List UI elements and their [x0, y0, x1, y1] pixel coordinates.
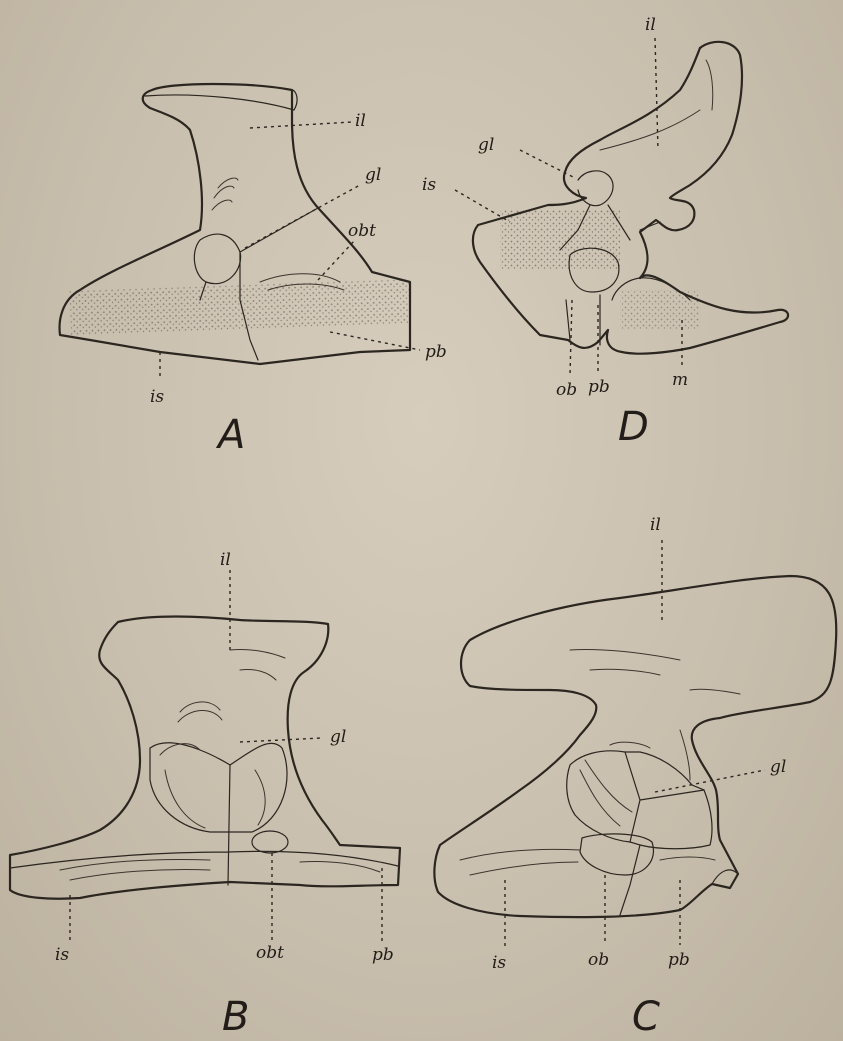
panel-d-label-is: is	[422, 175, 436, 195]
panel-d-label-il: il	[645, 15, 656, 35]
panel-a-drawing: il gl obt is pb A	[60, 84, 447, 458]
panel-c-label-gl: gl	[770, 757, 786, 777]
panel-c-drawing: il gl is ob pb C	[434, 515, 836, 1040]
panel-c-label-pb: pb	[668, 950, 690, 970]
panel-d-acetabulum	[578, 171, 613, 206]
panel-d-label-gl: gl	[478, 135, 494, 155]
panel-b-letter: B	[222, 994, 249, 1040]
panel-a-letter: A	[215, 412, 245, 458]
panel-b-obturator	[252, 831, 288, 853]
panel-b-label-gl: gl	[330, 727, 346, 747]
panel-b-label-is: is	[55, 945, 69, 965]
panel-d-drawing: il gl is ob pb m D	[422, 15, 788, 450]
panel-d-letter: D	[618, 404, 649, 450]
panel-d-label-pb: pb	[588, 377, 610, 397]
panel-b-label-pb: pb	[372, 945, 394, 965]
panel-b-label-il: il	[220, 550, 231, 570]
panel-a-acetabulum-rim	[194, 234, 240, 284]
panel-d-label-m: m	[672, 370, 688, 390]
panel-c-label-ob: ob	[588, 950, 609, 970]
panel-c-letter: C	[632, 994, 660, 1040]
panel-a-label-gl: gl	[365, 165, 381, 185]
panel-a-label-is: is	[150, 387, 164, 407]
panel-c-label-il: il	[650, 515, 661, 535]
panel-b-acetabulum	[150, 743, 287, 832]
panel-a-stipple	[70, 279, 411, 336]
panel-a-iliac-crest	[145, 90, 297, 110]
panel-a-label-pb: pb	[425, 342, 447, 362]
panel-b-label-obt: obt	[256, 943, 284, 963]
panel-d-ilium-outline	[640, 42, 742, 278]
panel-d-label-ob: ob	[556, 380, 577, 400]
panel-a-label-il: il	[355, 111, 366, 131]
panel-b-drawing: il gl is obt pb B	[10, 550, 400, 1040]
panel-c-label-is: is	[492, 953, 506, 973]
panel-a-label-obt: obt	[348, 221, 376, 241]
panel-d-stipple	[500, 210, 620, 270]
